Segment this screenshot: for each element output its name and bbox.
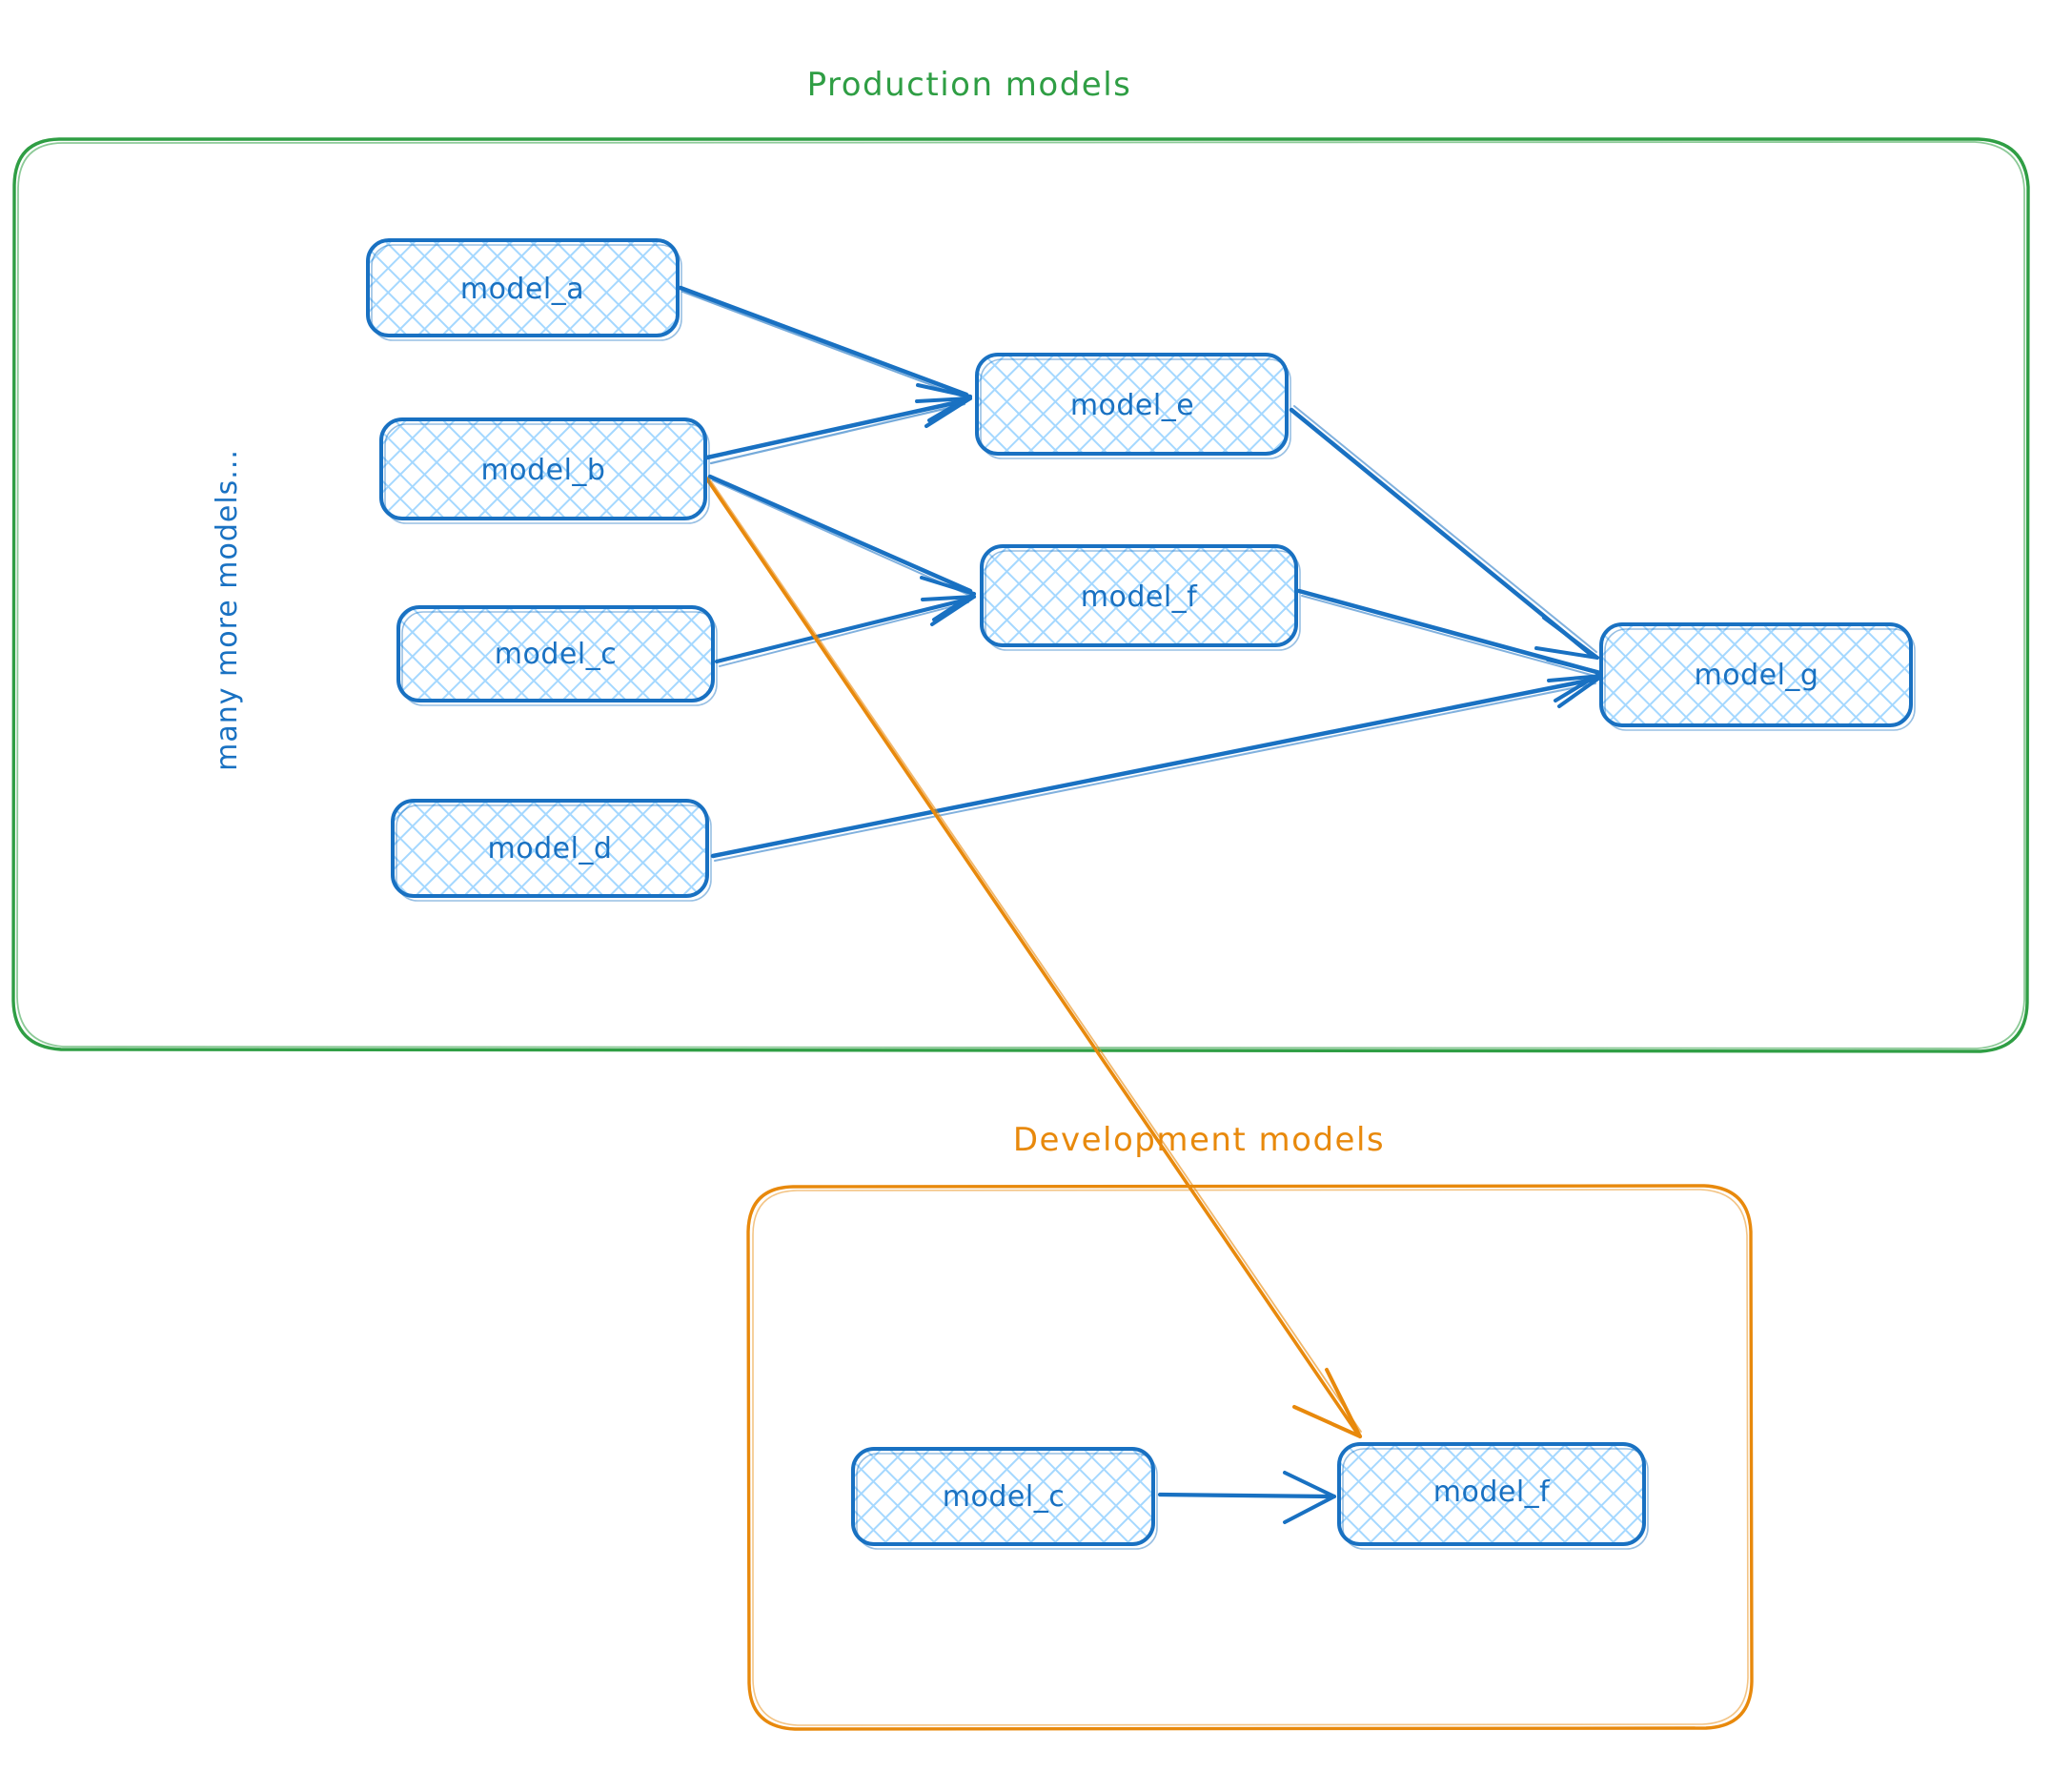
edge-a-e (678, 285, 972, 422)
node-prod-model-f[interactable]: model_f (980, 544, 1301, 651)
node-label: model_c (495, 638, 617, 671)
node-dev-model-f[interactable]: model_f (1337, 1442, 1649, 1550)
edge-d-g (710, 674, 1604, 862)
group-production (11, 137, 2030, 1053)
production-group-title: Production models (807, 66, 1132, 104)
group-development (746, 1184, 1754, 1731)
node-prod-model-e[interactable]: model_e (975, 353, 1291, 459)
node-label: model_d (488, 832, 613, 865)
node-prod-model-b[interactable]: model_b (379, 417, 710, 524)
edge-f-g (1296, 588, 1603, 702)
node-prod-model-a[interactable]: model_a (366, 238, 682, 341)
edge-devc-devf (1157, 1471, 1336, 1524)
development-group-title: Development models (1013, 1121, 1385, 1159)
node-label: model_a (460, 273, 584, 306)
edge-e-g (1289, 405, 1599, 660)
node-label: model_b (481, 454, 606, 487)
node-label: model_g (1695, 659, 1819, 692)
node-prod-model-d[interactable]: model_d (391, 799, 712, 902)
node-dev-model-c[interactable]: model_c (851, 1447, 1158, 1550)
edge-b-e (704, 397, 972, 465)
node-label: model_c (943, 1480, 1065, 1514)
node-label: model_f (1433, 1476, 1551, 1509)
node-prod-model-c[interactable]: model_c (396, 605, 718, 706)
node-label: model_e (1070, 389, 1194, 422)
edge-b-devf (703, 475, 1362, 1438)
edge-c-f (714, 595, 976, 667)
many-more-models-note: many more models... (211, 449, 244, 771)
node-label: model_f (1081, 580, 1198, 614)
node-prod-model-g[interactable]: model_g (1599, 622, 1916, 731)
